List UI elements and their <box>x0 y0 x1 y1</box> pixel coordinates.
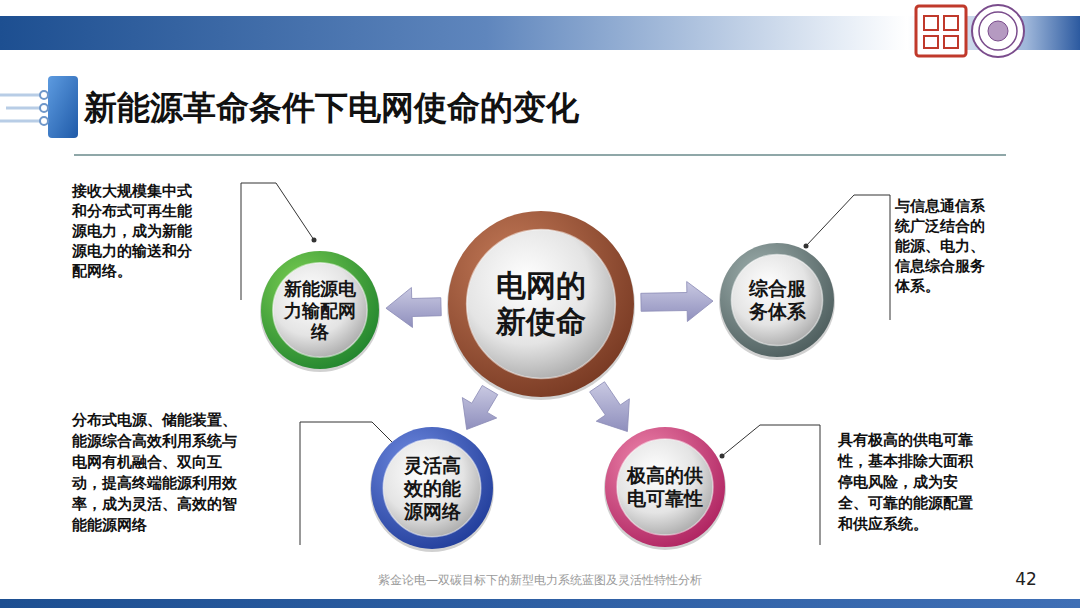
circle-node: 综合服 务体系 <box>717 240 837 360</box>
circle-node: 新能源电 力输配网 络 <box>258 248 382 372</box>
node-label: 综合服 务体系 <box>745 277 809 323</box>
node-label: 电网的 新使命 <box>485 268 597 340</box>
circle-node: 极高的供 电可靠性 <box>602 424 728 550</box>
page-number: 42 <box>1004 569 1048 589</box>
node-label: 极高的供 电可靠性 <box>624 464 706 510</box>
footer-note: 紫金论电—双碳目标下的新型电力系统蓝图及灵活性特性分析 <box>240 572 840 588</box>
callout-text: 分布式电源、储能装置、 能源综合高效利用系统与 电网有机融合、双向互 动，提高终… <box>72 410 252 536</box>
node-label: 灵活高 效的能 源网络 <box>400 454 464 522</box>
slide-title: 新能源革命条件下电网使命的变化 <box>84 86 579 131</box>
leader-lines <box>241 183 890 545</box>
block-arrow <box>386 288 441 328</box>
node-label: 新能源电 力输配网 络 <box>281 278 359 343</box>
title-icon <box>0 76 78 138</box>
callout-text: 具有极高的供电可靠 性，基本排除大面积 停电风险，成为安 全、可靠的能源配置 和… <box>838 430 990 535</box>
logo-seal <box>916 6 966 56</box>
block-arrow <box>462 385 497 429</box>
callout-text: 与信息通信系 统广泛结合的 能源、电力、 信息综合服务 体系。 <box>895 196 995 296</box>
circle-node: 电网的 新使命 <box>445 208 637 400</box>
leader-line <box>722 425 820 545</box>
circle-node: 灵活高 效的能 源网络 <box>368 424 496 552</box>
title-rule <box>74 154 1006 156</box>
footer-bar <box>0 599 1080 608</box>
block-arrow <box>641 282 713 322</box>
block-arrow <box>590 382 630 432</box>
callout-text: 接收大规模集中式 和分布式可再生能 源电力，成为新能 源电力的输送和分 配网络。 <box>72 181 207 281</box>
logo-emblem <box>972 5 1024 57</box>
